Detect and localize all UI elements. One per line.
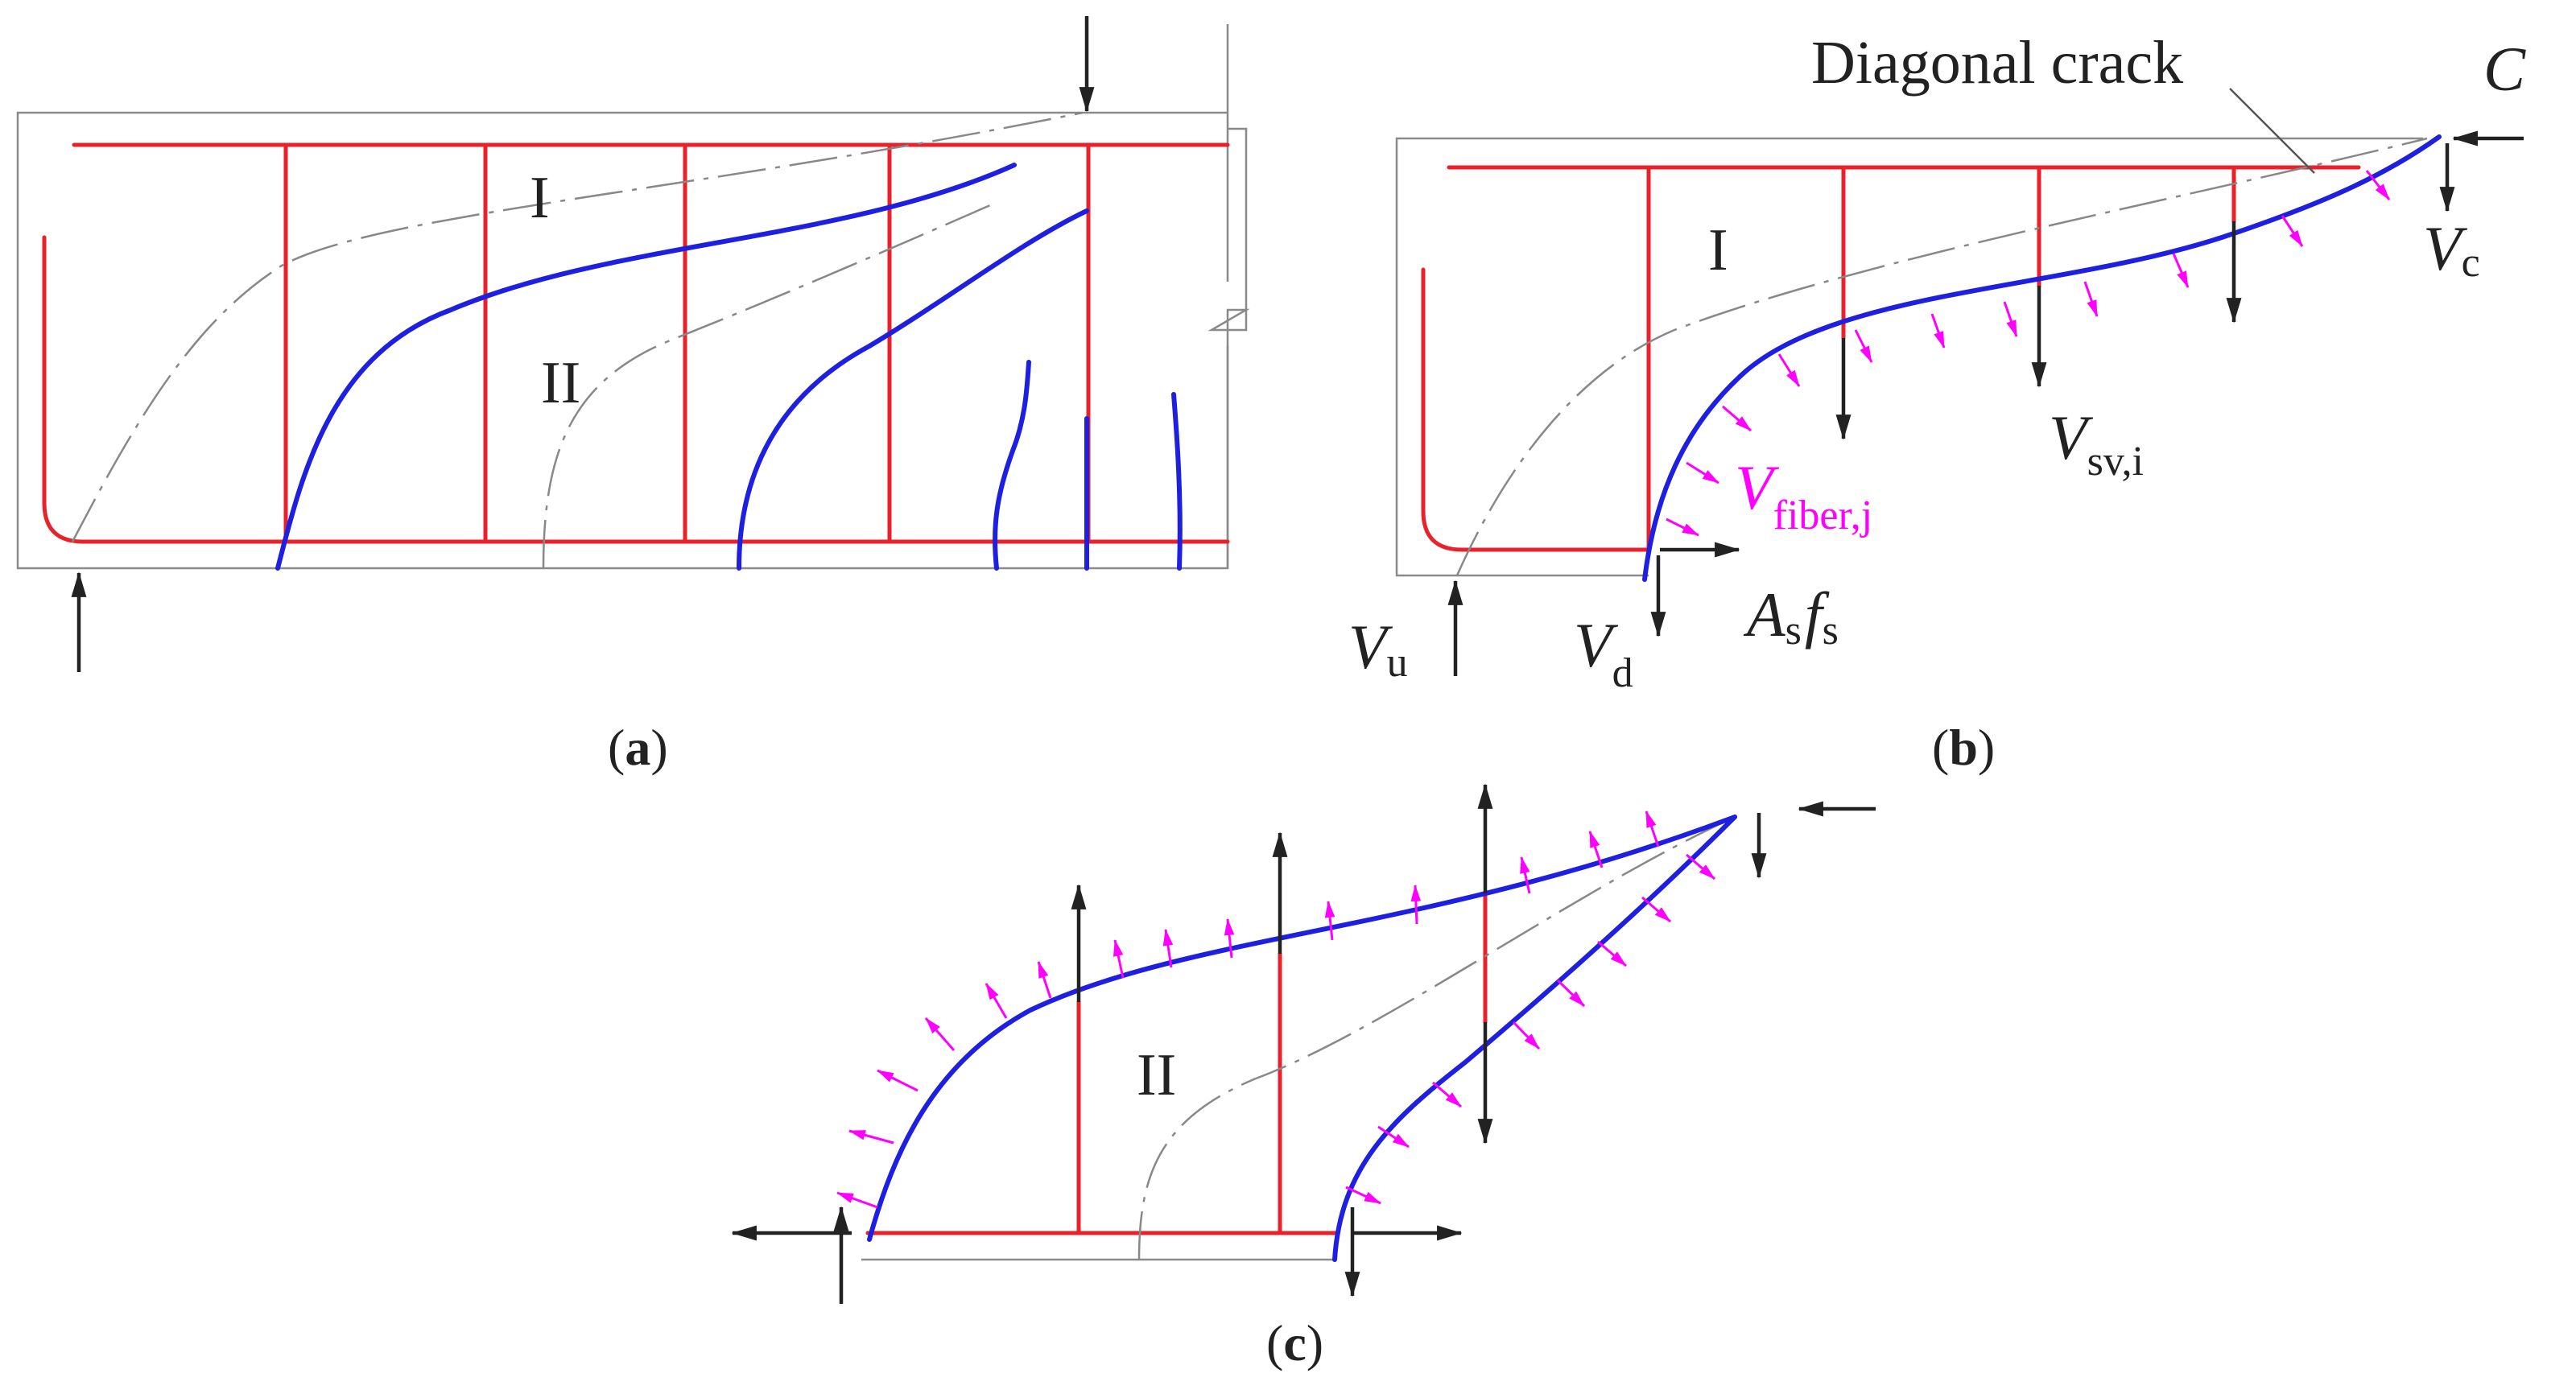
zone-I-label-a: I xyxy=(530,165,550,231)
diagonal-crack-b xyxy=(1642,134,2442,582)
diagonal-crack-a-main xyxy=(275,163,1017,571)
diagonal-crack-leader xyxy=(2229,88,2315,174)
bottom-longitudinal-bar-a xyxy=(42,235,1230,544)
flexural-crack-a-1 xyxy=(993,360,1031,571)
diagonal-crack-label: Diagonal crack xyxy=(1811,29,2183,97)
fiber-bridging-forces-c-lower xyxy=(1345,853,1715,1205)
beam-outline-a xyxy=(16,111,1250,570)
compression-strut-line-a-1 xyxy=(71,111,1084,542)
zone-II-label-a: II xyxy=(541,350,580,416)
free-body-outline-b xyxy=(1395,137,2423,577)
label-Vu: Vu xyxy=(1348,612,1408,686)
label-Vc: Vc xyxy=(2423,213,2480,286)
panel-a-caption: (a) xyxy=(608,719,668,776)
label-Vd: Vd xyxy=(1574,610,1633,696)
zone-I-label-b: I xyxy=(1708,217,1728,283)
label-Vsv: Vsv,i xyxy=(2049,402,2144,485)
panel-a: I II (a) xyxy=(16,16,1250,776)
crack-upper-c xyxy=(867,815,1737,1242)
panel-c: II (c) xyxy=(731,783,1876,1371)
flexural-crack-a-3 xyxy=(1171,392,1183,571)
panel-b: I Diagonal crack C Vc Vsv,i Vfiber,j Asf… xyxy=(1348,29,2526,776)
compression-strut-line-c xyxy=(1137,815,1736,1260)
fiber-bridging-forces-b xyxy=(1666,170,2391,537)
label-Vfiber: Vfiber,j xyxy=(1735,452,1872,538)
panel-c-caption: (c) xyxy=(1266,1314,1323,1371)
compression-strut-line-b xyxy=(1455,137,2428,576)
label-C: C xyxy=(2483,34,2526,104)
diagonal-crack-a-2 xyxy=(737,208,1089,571)
label-Asfs: Asfs xyxy=(1743,579,1839,654)
panel-b-caption: (b) xyxy=(1932,719,1995,776)
compression-strut-line-a-2 xyxy=(542,204,991,569)
bottom-longitudinal-bar-b xyxy=(1421,267,1651,552)
zone-II-label-c: II xyxy=(1137,1042,1176,1108)
fiber-bridging-forces-c-upper xyxy=(836,810,1660,1209)
crack-lower-c xyxy=(1332,815,1737,1262)
